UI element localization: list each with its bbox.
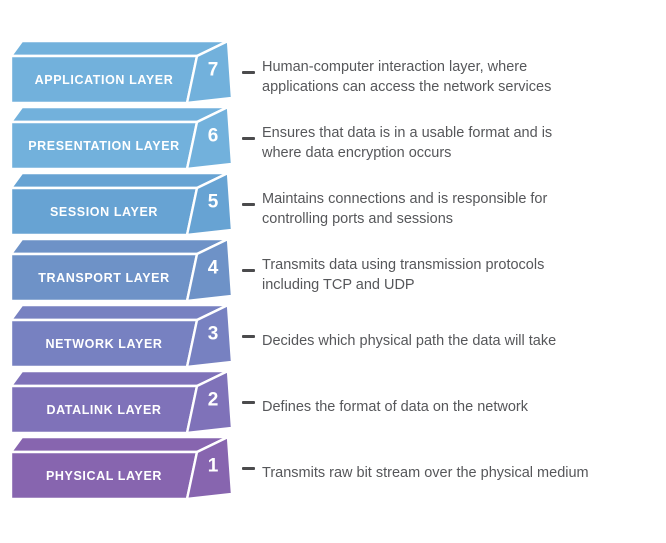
layer-description: Transmits data using transmission protoc…: [262, 256, 545, 293]
layer-name: TRANSPORT LAYER: [38, 271, 169, 285]
layer-name: PHYSICAL LAYER: [46, 469, 162, 483]
osi-layer-row-3: NETWORK LAYER 3 Decides which physical p…: [9, 303, 666, 370]
box-top-face: [9, 237, 230, 256]
osi-layer-row-4: TRANSPORT LAYER 4 Transmits data using t…: [9, 237, 666, 304]
layer-description: Maintains connections and is responsible…: [262, 190, 548, 227]
layer-description: Decides which physical path the data wil…: [262, 332, 557, 349]
box-top-face: [9, 171, 230, 190]
box-side-face: [185, 303, 234, 369]
layer-description-group: Maintains connections and is responsible…: [242, 172, 666, 237]
layer-name: PRESENTATION LAYER: [28, 139, 180, 153]
layer-number: 2: [208, 390, 219, 411]
osi-layer-row-1: PHYSICAL LAYER 1 Transmits raw bit strea…: [9, 435, 666, 502]
box-side-face: [185, 435, 234, 501]
layer-description: Ensures that data is in a usable format …: [262, 124, 553, 161]
box-top-face: [9, 435, 230, 454]
box-top-face: [9, 303, 230, 322]
box-side-face: [185, 171, 234, 237]
dash-connector: [242, 467, 255, 470]
layer-box-3d: TRANSPORT LAYER 4: [9, 237, 234, 303]
dash-connector: [242, 335, 255, 338]
layer-box-3d: DATALINK LAYER 2: [9, 369, 234, 435]
layer-description-group: Decides which physical path the data wil…: [242, 304, 666, 369]
layer-name: APPLICATION LAYER: [35, 73, 174, 87]
box-top-face: [9, 105, 230, 124]
dash-connector: [242, 71, 255, 74]
layer-description-group: Defines the format of data on the networ…: [242, 370, 666, 435]
layer-number: 1: [208, 456, 219, 477]
layer-number: 6: [208, 126, 219, 147]
osi-layer-row-6: PRESENTATION LAYER 6 Ensures that data i…: [9, 105, 666, 172]
layer-box-3d: SESSION LAYER 5: [9, 171, 234, 237]
layer-box-3d: APPLICATION LAYER 7: [9, 39, 234, 105]
osi-layer-row-5: SESSION LAYER 5 Maintains connections an…: [9, 171, 666, 238]
box-side-face: [185, 39, 234, 105]
layer-name: SESSION LAYER: [50, 205, 158, 219]
layer-number: 3: [208, 324, 219, 345]
layer-description-group: Human-computer interaction layer, where …: [242, 40, 666, 105]
layer-description: Transmits raw bit stream over the physic…: [262, 464, 589, 481]
osi-layer-row-7: APPLICATION LAYER 7 Human-computer inter…: [9, 39, 666, 106]
layer-number: 4: [208, 258, 219, 279]
dash-connector: [242, 401, 255, 404]
box-top-face: [9, 39, 230, 58]
layer-box-3d: NETWORK LAYER 3: [9, 303, 234, 369]
box-side-face: [185, 237, 234, 303]
layer-box-3d: PRESENTATION LAYER 6: [9, 105, 234, 171]
layer-number: 7: [208, 60, 219, 81]
dash-connector: [242, 203, 255, 206]
layer-description: Defines the format of data on the networ…: [262, 398, 528, 415]
layer-box-3d: PHYSICAL LAYER 1: [9, 435, 234, 501]
osi-layer-row-2: DATALINK LAYER 2 Defines the format of d…: [9, 369, 666, 436]
dash-connector: [242, 269, 255, 272]
box-side-face: [185, 105, 234, 171]
layer-description: Human-computer interaction layer, where …: [262, 58, 552, 95]
layer-name: NETWORK LAYER: [45, 337, 162, 351]
layer-description-group: Transmits raw bit stream over the physic…: [242, 436, 666, 501]
layer-number: 5: [208, 192, 219, 213]
layer-name: DATALINK LAYER: [46, 403, 161, 417]
box-side-face: [185, 369, 234, 435]
layer-description-group: Ensures that data is in a usable format …: [242, 106, 666, 171]
box-top-face: [9, 369, 230, 388]
dash-connector: [242, 137, 255, 140]
layer-description-group: Transmits data using transmission protoc…: [242, 238, 666, 303]
